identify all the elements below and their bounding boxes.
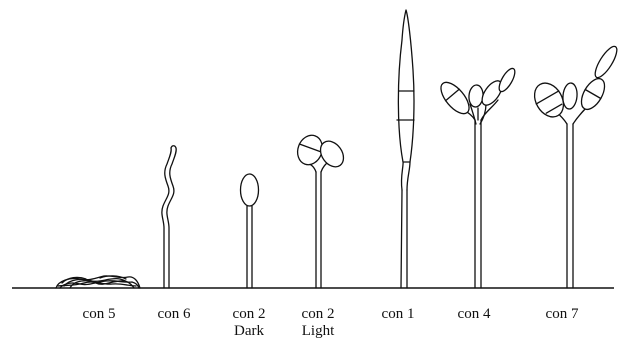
- con7-conidium-tip: [591, 44, 620, 81]
- con7-conidium-mid: [562, 82, 578, 109]
- con7-conidiophore: [529, 44, 621, 288]
- label-con5: con 5: [83, 306, 116, 322]
- label-con2-dark-sub: Dark: [234, 323, 264, 339]
- label-con1: con 1: [382, 306, 415, 322]
- con4-conidium-right-b: [496, 66, 518, 94]
- label-con2-light: con 2: [302, 306, 335, 322]
- con2-light-conidiophore: [294, 132, 349, 288]
- con4-conidium-mid: [468, 84, 484, 107]
- label-con4: con 4: [458, 306, 491, 322]
- con7-conidium-right: [577, 75, 610, 113]
- labels: con 5 con 6 con 2 Dark con 2 Light con 1…: [83, 306, 579, 339]
- con2-dark-conidiophore: [241, 174, 259, 288]
- con1-conidium: [398, 10, 414, 162]
- label-con2-dark: con 2: [233, 306, 266, 322]
- label-con7: con 7: [546, 306, 579, 322]
- con6-conidiophore: [162, 146, 176, 288]
- label-con2-light-sub: Light: [302, 323, 335, 339]
- con4-conidiophore: [436, 66, 518, 288]
- label-con6: con 6: [158, 306, 191, 322]
- con1-conidiophore: [397, 10, 414, 288]
- con2-dark-conidium: [241, 174, 259, 206]
- con5-hyphal-mat: [56, 276, 140, 288]
